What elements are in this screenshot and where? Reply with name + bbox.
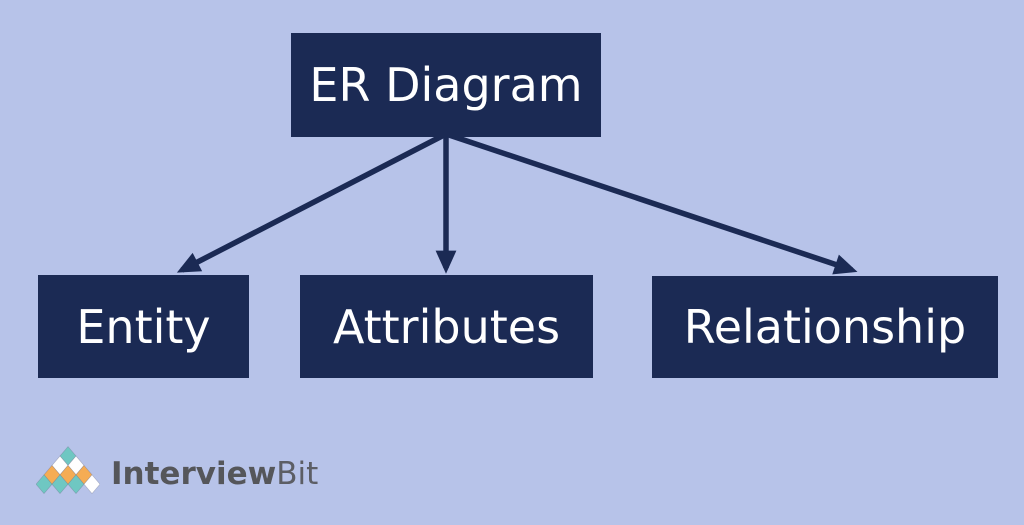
logo-diamond-teal	[51, 474, 69, 494]
node-relationship: Relationship	[652, 276, 998, 378]
node-entity-label: Entity	[76, 299, 211, 354]
edge-root-to-entity	[176, 131, 448, 273]
logo-diamond-white	[83, 474, 100, 494]
node-attributes: Attributes	[300, 275, 593, 378]
node-entity: Entity	[38, 275, 249, 378]
logo-text-interview: Interview	[111, 455, 277, 492]
node-attributes-label: Attributes	[332, 299, 561, 354]
logo-diamond-teal	[36, 474, 53, 494]
node-er-diagram: ER Diagram	[291, 33, 601, 137]
logo-text-bit: Bit	[276, 455, 319, 492]
interviewbit-wordmark: InterviewBit	[111, 451, 318, 490]
interviewbit-pyramid-icon	[36, 446, 100, 494]
interviewbit-logo: InterviewBit	[36, 446, 318, 494]
edge-root-to-relationship	[445, 131, 858, 275]
node-relationship-label: Relationship	[683, 300, 967, 354]
logo-diamond-teal	[67, 474, 85, 494]
node-er-diagram-label: ER Diagram	[309, 58, 583, 112]
